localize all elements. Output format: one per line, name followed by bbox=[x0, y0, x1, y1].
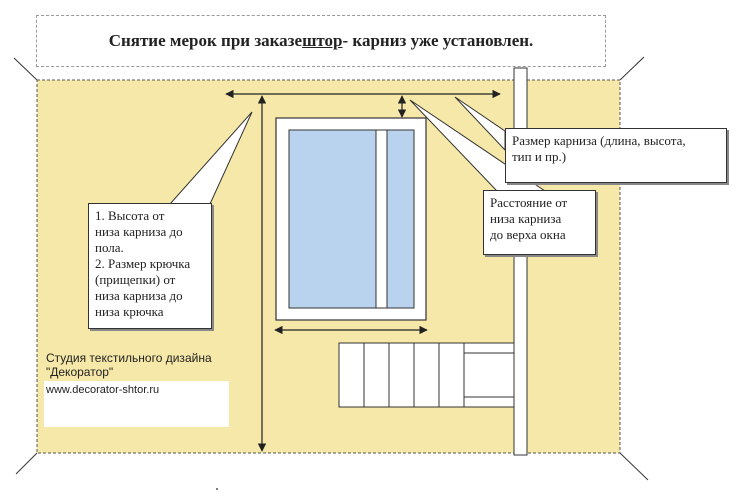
studio-name: Студия текстильного дизайна bbox=[46, 351, 212, 365]
callout-line: до верха окна bbox=[490, 227, 566, 242]
callout-height-and-hook: 1. Высота от низа карниза до пола. 2. Ра… bbox=[88, 203, 212, 329]
dot-mark bbox=[216, 488, 218, 490]
studio-brand: "Декоратор" bbox=[46, 365, 114, 379]
callout-rod-to-window: Расстояние от низа карниза до верха окна bbox=[483, 190, 596, 255]
callout-line: низа карниза до bbox=[95, 288, 183, 303]
callout-line: низа карниза до bbox=[95, 224, 183, 239]
callout-line: 2. Размер крючка bbox=[95, 256, 191, 271]
ceiling-corner-right bbox=[619, 56, 645, 81]
pipe bbox=[513, 67, 528, 456]
callout-line: низа карниза bbox=[490, 211, 562, 226]
website-link[interactable]: www.decorator-shtor.ru bbox=[46, 384, 160, 396]
callout-line: (прищепки) от bbox=[95, 272, 176, 287]
ceiling-corner-left bbox=[13, 57, 38, 81]
studio-credit: Студия текстильного дизайна "Декоратор" bbox=[46, 351, 212, 379]
window-glass-right bbox=[386, 129, 415, 309]
callout-line: тип и пр.) bbox=[512, 149, 567, 164]
callout-rod-size: Размер карниза (длина, высота, тип и пр.… bbox=[505, 128, 727, 183]
callout-line: Размер карниза (длина, высота, bbox=[512, 133, 686, 148]
callout-line: 1. Высота от bbox=[95, 208, 165, 223]
title-text-underlined: штор bbox=[302, 31, 343, 50]
radiator bbox=[338, 342, 515, 408]
floor-corner-right bbox=[619, 452, 649, 481]
title-text-start: Снятие мерок при заказе bbox=[108, 31, 303, 50]
floor-corner-left bbox=[15, 452, 38, 475]
title-text-end: - карниз уже установлен. bbox=[342, 31, 534, 50]
callout-line: низа крючка bbox=[95, 304, 164, 319]
window-glass-left bbox=[288, 129, 377, 309]
callout-line: Расстояние от bbox=[490, 195, 568, 210]
window-mullion bbox=[375, 129, 388, 309]
callout-line: пола. bbox=[95, 240, 124, 255]
title-box: Снятие мерок при заказе штор - карниз уж… bbox=[36, 15, 606, 67]
website-box: www.decorator-shtor.ru bbox=[44, 381, 229, 427]
